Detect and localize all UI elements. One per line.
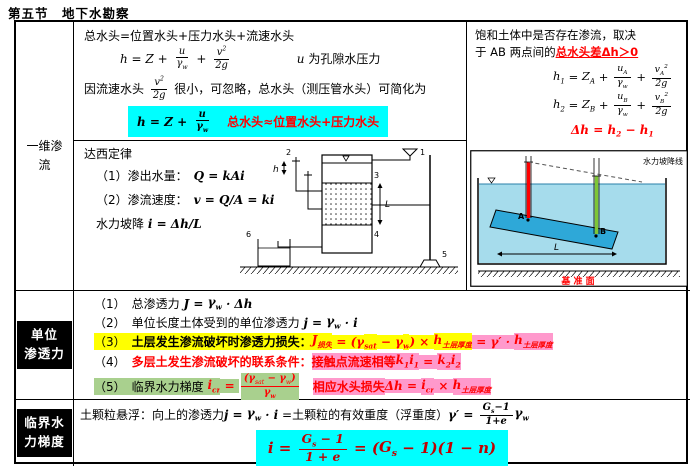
darcy-law-section: 达西定律 （1）渗出水量： Q = kAi （2）渗流速度： v = Q/A =… <box>74 141 466 291</box>
pore-pressure-note: u 为孔隙水压力 <box>296 51 381 67</box>
row-label-unit-seepage-force: 单位 渗透力 <box>16 291 74 400</box>
datum-plane: 基 准 面 <box>478 270 680 287</box>
part-number: 5 <box>442 250 447 259</box>
hydraulic-gradient-line: 水力坡降线 <box>528 156 683 183</box>
row-label-text: 流 <box>38 158 51 172</box>
darcy-velocity: （2）渗流速度： v = Q/A = ki <box>96 192 275 208</box>
permeameter-svg: h L 1 2 3 4 5 6 <box>240 148 458 274</box>
part-number: 3 <box>374 171 379 180</box>
inflow-funnel <box>372 148 419 161</box>
head-dimension: h <box>273 161 287 175</box>
saturation-note-line1: 饱和土体中是否存在渗流，取决 <box>475 28 636 42</box>
darcy-flow-rate: （1）渗出水量： Q = kAi <box>96 168 245 184</box>
row-label-text: 临界水 <box>24 415 65 431</box>
unit-seepage-force-item: （2） 单位长度土体受到的单位渗透力 j = γw · i <box>94 314 358 331</box>
permeameter-diagram: h L 1 2 3 4 5 6 <box>234 147 464 275</box>
point-a <box>526 218 530 222</box>
part-numbers: 1 2 3 4 5 6 <box>246 148 447 259</box>
row-label-one-dimensional-seepage: 一维渗 流 <box>16 22 74 291</box>
section-title: 第五节 地下水勘察 <box>8 6 130 21</box>
stand <box>372 155 441 268</box>
seepage-tank-diagram: A B <box>470 150 688 287</box>
part-number: 6 <box>246 230 251 239</box>
length-dimension: L <box>377 183 390 225</box>
point-a-label: A <box>518 212 525 221</box>
head-diff-label: h <box>273 165 279 175</box>
sample-length-label: L <box>385 200 390 210</box>
part-number: 2 <box>286 148 291 157</box>
saturation-note-line2: 于 AB 两点间的总水头差Δh＞0 <box>475 45 639 59</box>
piezometer-tubes <box>292 157 322 210</box>
saturation-seepage-section: 饱和土体中是否存在渗流，取决 于 AB 两点间的总水头差Δh＞0 h1 = ZA… <box>466 22 690 291</box>
row-label-text: 渗透力 <box>24 346 65 361</box>
cylinder <box>321 154 373 254</box>
part-number: 4 <box>374 230 379 239</box>
water-surface-marker <box>487 177 496 184</box>
seepage-tank-svg: A B <box>470 150 688 287</box>
row-label-text: 力梯度 <box>24 434 65 449</box>
row-label-text: 单位 <box>30 327 58 343</box>
standpipe-b <box>592 158 601 234</box>
row-label-text: 一维渗 <box>26 138 63 153</box>
row-label-black-box: 临界水 力梯度 <box>17 409 72 457</box>
part-number: 1 <box>420 148 425 157</box>
tilted-soil-sample: A B <box>489 209 619 250</box>
water-surface-marker <box>342 155 350 162</box>
row-label-critical-hydraulic-gradient: 临界水 力梯度 <box>16 400 74 466</box>
unit-seepage-force-section: （1） 总渗透力 J = γw · Δh （2） 单位长度土体受到的单位渗透力 … <box>74 291 690 400</box>
hydraulic-gradient-definition: 水力坡降 i = Δh/L <box>96 216 202 232</box>
gradient-line-label: 水力坡降线 <box>643 156 683 166</box>
sample-length-label: L <box>554 243 559 253</box>
row-label-black-box: 单位 渗透力 <box>17 321 72 369</box>
length-dimension: L <box>497 243 617 257</box>
total-seepage-force-item: （1） 总渗透力 J = γw · Δh <box>94 295 253 312</box>
point-b-label: B <box>600 227 606 236</box>
total-head-definition: 总水头=位置水头+压力水头+流速水头 <box>84 29 295 43</box>
datum-label: 基 准 面 <box>560 275 594 287</box>
outflow-beaker <box>257 239 322 267</box>
darcy-law-title: 达西定律 <box>84 147 133 161</box>
soil-specimen <box>321 182 373 226</box>
simplified-head-note: 总水头≈位置水头+压力水头 <box>227 115 380 130</box>
point-b <box>594 234 598 238</box>
ground <box>240 266 458 274</box>
